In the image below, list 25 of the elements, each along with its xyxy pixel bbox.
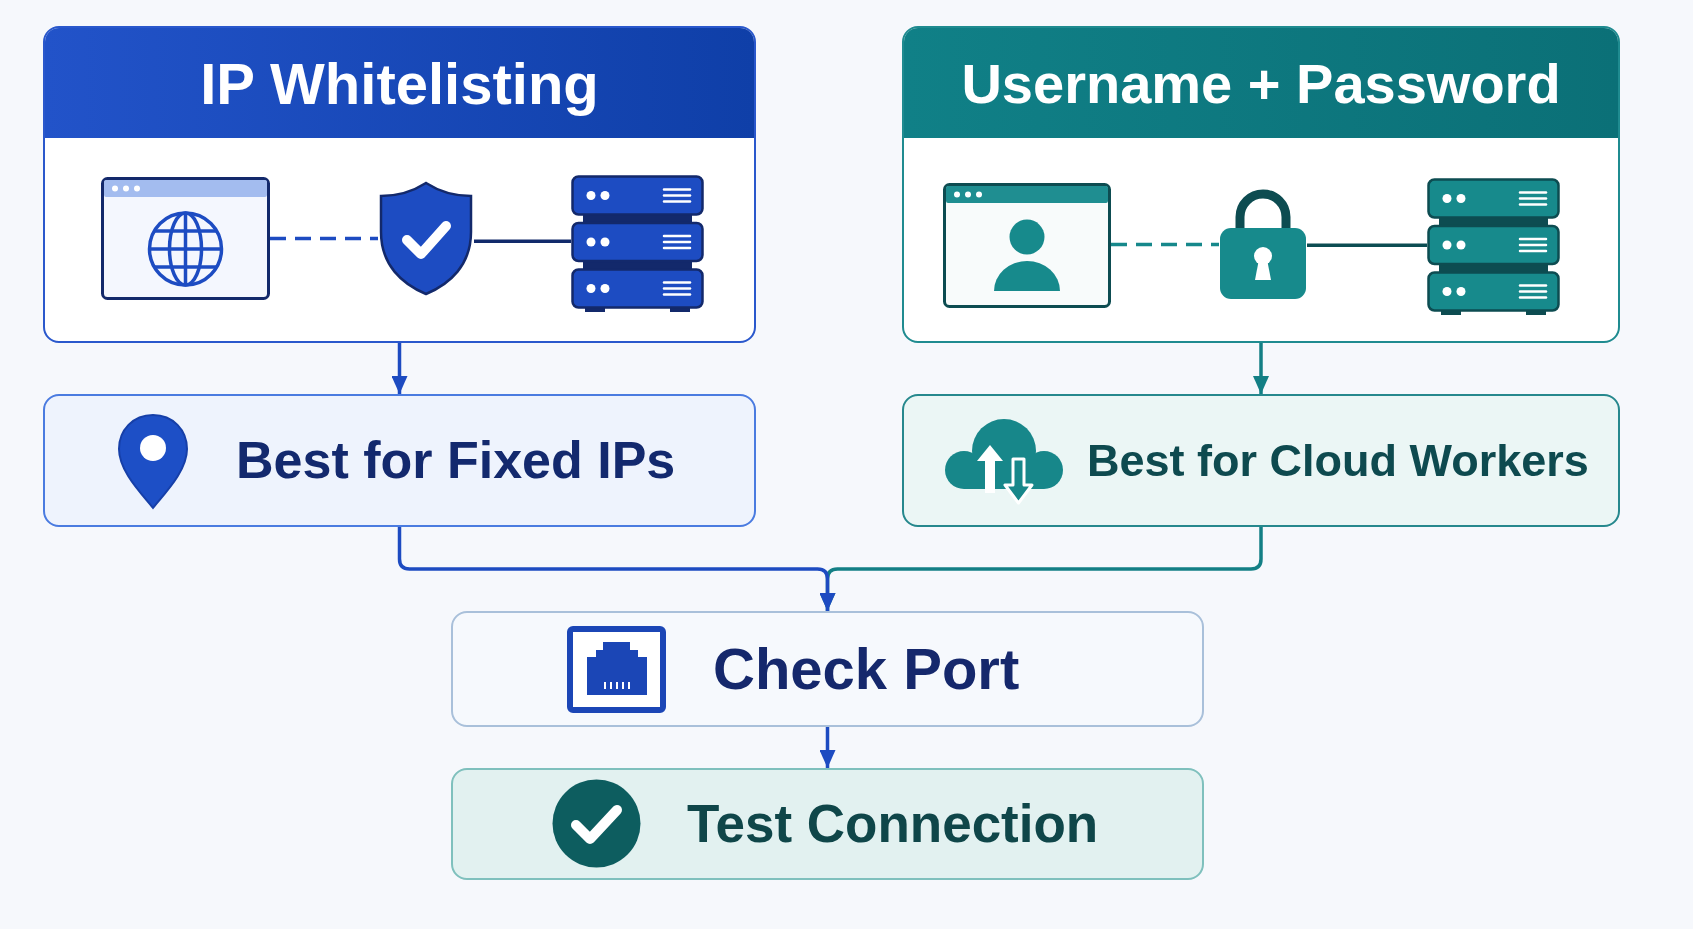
panel-card: [902, 26, 1620, 343]
server-stack-icon: [1427, 178, 1560, 316]
step-box: [451, 768, 1204, 880]
panel-card: [43, 26, 756, 343]
step-title: Best for Cloud Workers: [1087, 434, 1589, 487]
step-title: Best for Fixed IPs: [236, 430, 676, 491]
step-title: Test Connection: [687, 793, 1099, 855]
globe-window-icon: [101, 177, 270, 300]
connector-line: [1111, 242, 1219, 247]
arrow: [397, 527, 836, 611]
server-stack-icon: [571, 175, 704, 313]
step-box: [902, 394, 1620, 527]
step-title: Check Port: [713, 635, 1020, 703]
connector-line: [270, 236, 378, 241]
arrow: [819, 727, 836, 768]
step-box: [451, 611, 1204, 727]
user-window-icon: [943, 183, 1111, 308]
step-box: [43, 394, 756, 527]
connector-line: [474, 239, 571, 243]
shield-check-icon: [378, 180, 474, 297]
panel-heading: Username + Password: [904, 28, 1618, 138]
arrow: [391, 343, 408, 394]
connector-line: [1307, 243, 1427, 247]
panel-heading: IP Whitelisting: [45, 28, 754, 138]
arrow: [1253, 343, 1269, 394]
